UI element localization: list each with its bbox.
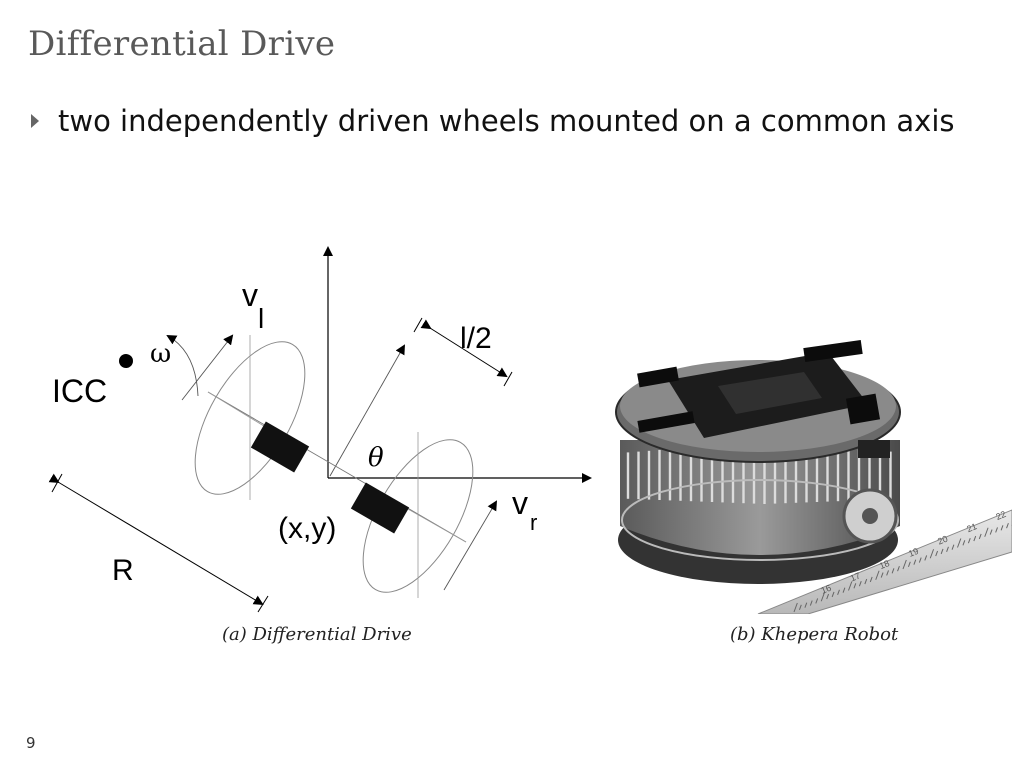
icc-label: ICC (52, 373, 107, 409)
ruler-tick (891, 568, 895, 574)
ruler-number: 19 (907, 546, 920, 559)
ruler-tick (989, 529, 993, 535)
ruler-tick (897, 565, 900, 572)
ruler-tick (957, 538, 962, 548)
right-wheel-block (350, 482, 410, 534)
ruler-tick (935, 550, 939, 557)
half-length-label: l/2 (460, 322, 492, 355)
world-axes (323, 246, 592, 483)
ruler-tick (826, 593, 830, 600)
vr-arrow (443, 500, 498, 591)
ruler-tick (853, 583, 857, 589)
ruler-tick (924, 555, 928, 561)
ruler-tick (940, 548, 944, 555)
axle-line (207, 391, 467, 543)
ruler-tick (793, 602, 798, 613)
ruler-number: 21 (965, 521, 978, 534)
left-wheel (194, 335, 306, 500)
differential-drive-diagram: ICC ω v l l/2 θ (x,y) v r R (48, 246, 592, 613)
ruler-number: 18 (878, 558, 891, 571)
ruler-tick (880, 572, 884, 578)
heading-line (329, 344, 405, 477)
ruler-number: 17 (849, 570, 862, 583)
ruler-tick (918, 557, 922, 563)
ruler-numbers: 16 17 18 19 20 21 22 (820, 509, 1008, 596)
bullet-text: two independently driven wheels mounted … (58, 104, 955, 138)
ruler-tick (946, 546, 949, 552)
ruler-tick (815, 598, 819, 604)
icc-point (119, 354, 133, 368)
vl-arrow (181, 334, 234, 401)
vr-base-label: v (512, 485, 528, 521)
ruler-tick (864, 578, 868, 585)
ruler-tick (1006, 522, 1009, 529)
ruler-tick (907, 561, 911, 568)
ruler-tick (995, 527, 998, 533)
ruler-number: 22 (994, 509, 1007, 522)
slide-title: Differential Drive (28, 24, 336, 64)
board-headers (637, 340, 890, 458)
left-wheel-block (250, 421, 310, 473)
radius-dimension (48, 473, 269, 613)
theta-label: θ (368, 443, 384, 473)
ruler-tick (951, 544, 955, 550)
vl-base-label: v (242, 277, 258, 313)
robot-wheel (842, 488, 898, 544)
ruler-tick (886, 570, 889, 576)
ruler-tick (929, 549, 935, 559)
ruler-tick (962, 540, 966, 546)
vl-sub-label: l (258, 303, 264, 334)
ruler-tick (902, 559, 907, 570)
bullet-item: two independently driven wheels mounted … (28, 104, 955, 138)
ruler-tick (804, 602, 808, 608)
ruler-tick (913, 559, 917, 565)
ruler: 16 17 18 19 20 21 22 (757, 509, 1012, 614)
half-length-dimension (413, 317, 513, 387)
khepera-robot-photo: 16 17 18 19 20 21 22 (615, 340, 1012, 614)
page-number: 9 (26, 734, 36, 752)
omega-label: ω (150, 339, 171, 369)
caption-differential-drive: (a) Differential Drive (222, 624, 412, 645)
triangle-bullet-icon (31, 114, 39, 128)
ruler-tick (1000, 525, 1004, 531)
ruler-tick (842, 587, 846, 593)
radius-label: R (112, 554, 134, 587)
ruler-tick (858, 581, 862, 587)
ruler-tick (837, 589, 840, 595)
ruler-number: 20 (936, 534, 949, 547)
omega-arc (166, 335, 199, 397)
ruler-tick (848, 581, 853, 591)
ruler-tick (831, 591, 835, 598)
ruler-tick (798, 604, 802, 611)
ruler-tick (984, 527, 989, 537)
ruler-number: 16 (820, 583, 833, 596)
ruler-tick (973, 535, 977, 542)
xy-label: (x,y) (278, 512, 336, 545)
vr-sub-label: r (530, 510, 537, 535)
ruler-tick (967, 538, 971, 544)
ruler-tick (820, 592, 826, 602)
ruler-tick (875, 570, 880, 580)
ruler-tick (869, 576, 873, 583)
ruler-tick (809, 600, 813, 606)
ruler-ticks (793, 522, 1012, 613)
caption-khepera-robot: (b) Khepera Robot (730, 624, 899, 645)
ruler-tick (978, 533, 982, 540)
